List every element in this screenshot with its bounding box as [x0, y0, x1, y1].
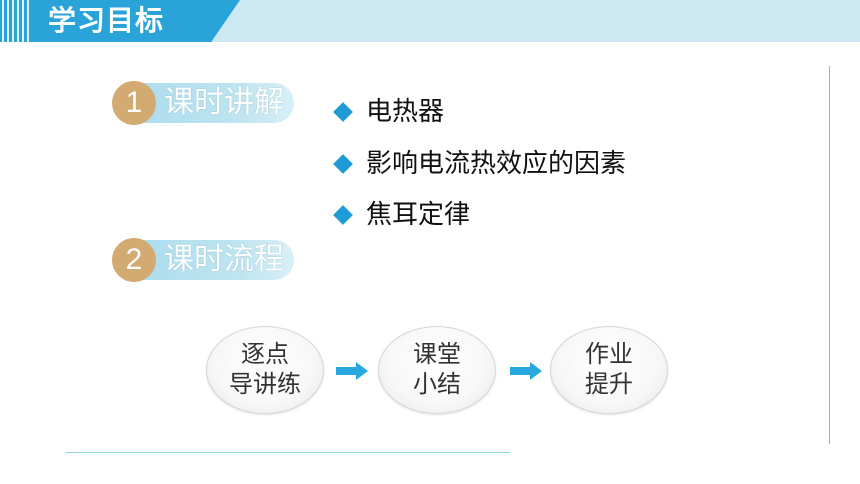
flow-node-line1: 作业 [585, 340, 633, 368]
flow-node-line1: 课堂 [413, 340, 461, 368]
flow-node-line2: 提升 [585, 370, 633, 398]
flow-node-line2: 导讲练 [229, 370, 301, 398]
flow-node-line2: 小结 [413, 370, 461, 398]
diamond-bullet-icon [333, 205, 353, 225]
flow-node-line1: 逐点 [241, 340, 289, 368]
arrow-right-icon [510, 362, 542, 380]
arrow-right-icon [336, 362, 368, 380]
page-title: 学习目标 [48, 4, 165, 37]
bottom-divider [66, 452, 510, 453]
section-number-badge: 1 [112, 81, 156, 125]
flow-node-homework[interactable]: 作业 提升 [550, 326, 668, 414]
flow-node-class-summary[interactable]: 课堂 小结 [378, 326, 496, 414]
right-divider [829, 66, 830, 444]
section-label: 课时流程 [164, 242, 284, 277]
diamond-bullet-icon [333, 102, 353, 122]
section-pill-2: 2 课时流程 [112, 238, 294, 282]
section-label: 课时讲解 [164, 85, 284, 120]
title-tab [0, 0, 240, 42]
decorative-stripes [2, 0, 32, 42]
section-number-badge: 2 [112, 238, 156, 282]
bullet-text: 影响电流热效应的因素 [366, 149, 627, 179]
section-pill-1: 1 课时讲解 [112, 81, 294, 125]
diamond-bullet-icon [333, 154, 353, 174]
bullet-text: 电热器 [366, 97, 445, 127]
bullet-text: 焦耳定律 [366, 200, 471, 230]
flow-node-point-lecture[interactable]: 逐点 导讲练 [206, 326, 324, 414]
